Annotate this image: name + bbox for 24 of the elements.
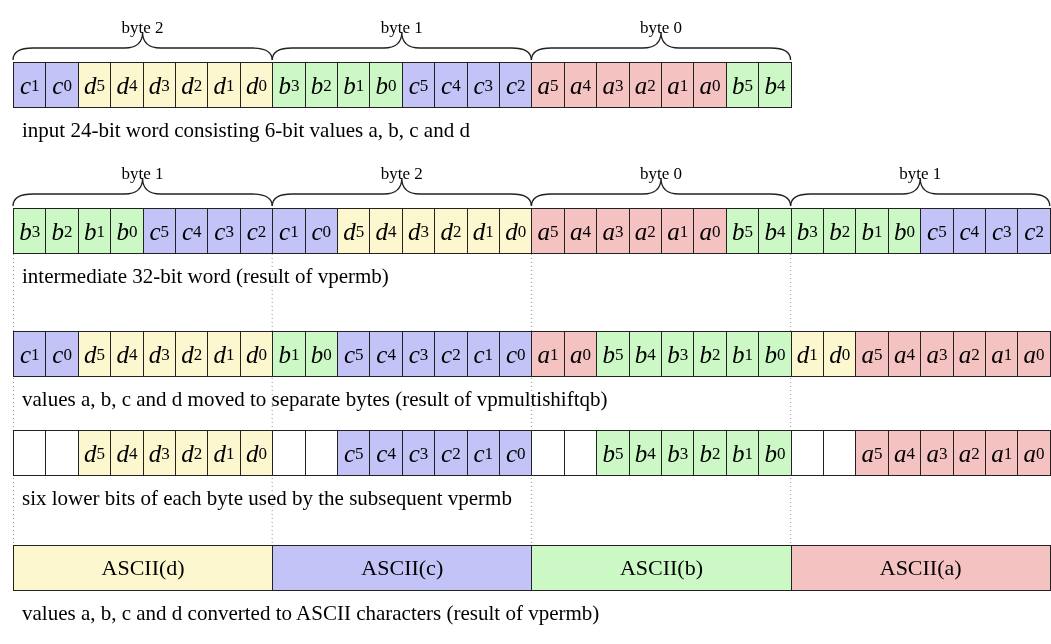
byte-label: byte 2	[380, 164, 423, 184]
empty-bit-cell	[531, 430, 565, 476]
ascii-field: ASCII(a)	[790, 545, 1051, 591]
byte-label: byte 2	[121, 18, 164, 38]
caption: intermediate 32-bit word (result of vpermb)	[22, 264, 389, 289]
empty-bit-cell	[563, 430, 598, 476]
byte-label: byte 1	[380, 18, 423, 38]
caption: input 24-bit word consisting 6-bit values a, b, c and d	[22, 118, 470, 143]
ascii-field: ASCII(b)	[531, 545, 792, 591]
caption: six lower bits of each byte used by the subsequent vpermb	[22, 486, 512, 511]
byte-label: byte 1	[899, 164, 942, 184]
empty-bit-cell	[45, 430, 79, 476]
empty-bit-cell	[790, 430, 824, 476]
byte-label: byte 0	[640, 164, 682, 184]
ascii-field: ASCII(d)	[13, 545, 274, 591]
byte-label: byte 1	[121, 164, 164, 184]
byte-label: byte 0	[640, 18, 682, 38]
caption: values a, b, c and d moved to separate bytes (result of vpmultishiftqb)	[22, 387, 608, 412]
caption: values a, b, c and d converted to ASCII characters (result of vpermb)	[22, 601, 600, 626]
empty-bit-cell	[272, 430, 306, 476]
empty-bit-cell	[304, 430, 338, 476]
ascii-field: ASCII(c)	[272, 545, 533, 591]
empty-bit-cell	[13, 430, 47, 476]
empty-bit-cell	[823, 430, 857, 476]
